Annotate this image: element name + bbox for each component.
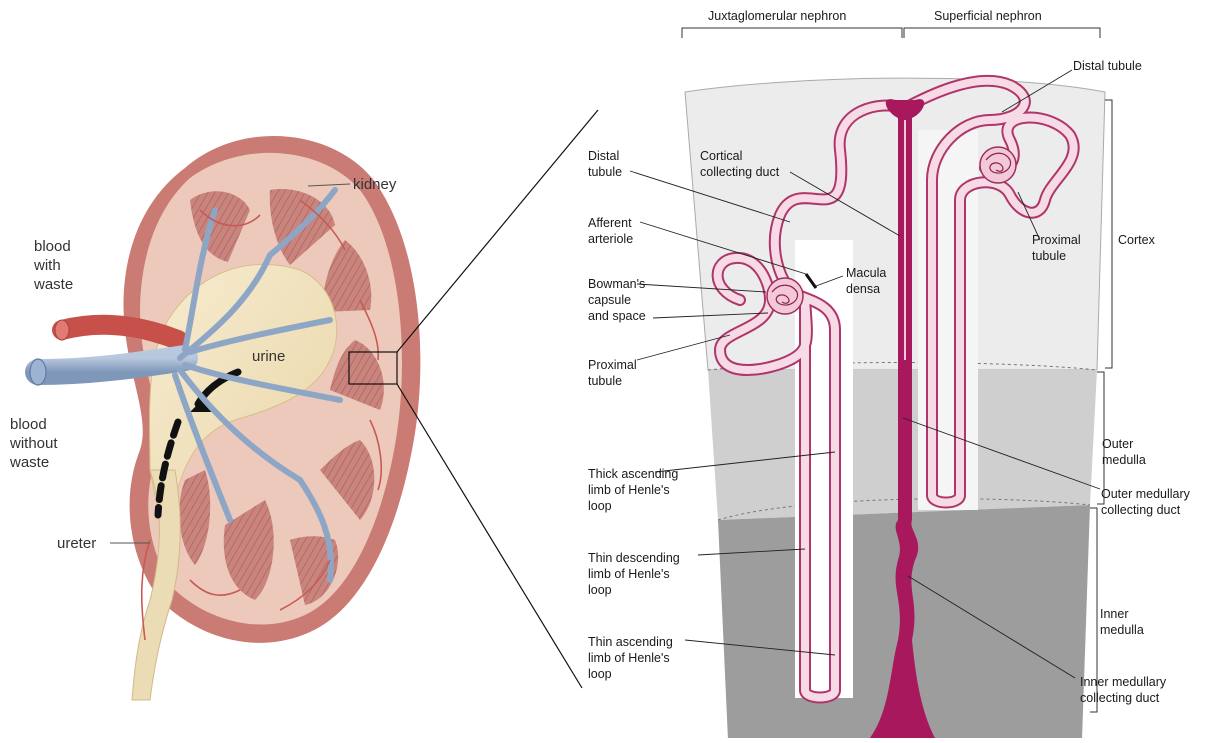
superficial-bracket — [904, 28, 1100, 38]
urine-label: urine — [252, 347, 285, 366]
blood-with-waste-label: blood with waste — [34, 237, 73, 294]
thin-ascending-limb-label: Thin ascending limb of Henle's loop — [588, 634, 673, 682]
inner-medullary-collecting-duct-label: Inner medullary collecting duct — [1080, 674, 1166, 706]
cortex-bracket — [1105, 100, 1112, 368]
ureter-label: ureter — [57, 534, 96, 553]
cortex-label: Cortex — [1118, 232, 1155, 248]
renal-artery-end — [55, 320, 69, 340]
kidney-label: kidney — [353, 175, 396, 194]
zoom-line-top — [397, 110, 598, 352]
distal-tubule-label-right: Distal tubule — [1073, 58, 1142, 74]
renal-artery — [62, 325, 178, 340]
juxtaglomerular-bracket — [682, 28, 902, 38]
cortical-collecting-duct-label: Cortical collecting duct — [700, 148, 779, 180]
thick-ascending-limb-label: Thick ascending limb of Henle's loop — [588, 466, 678, 514]
juxtaglomerular-header: Juxtaglomerular nephron — [708, 8, 846, 24]
proximal-tubule-label-right: Proximal tubule — [1032, 232, 1081, 264]
kidney-illustration — [30, 136, 420, 700]
renal-vein-end — [30, 359, 46, 385]
proximal-tubule-label-left: Proximal tubule — [588, 357, 637, 389]
thin-descending-limb-label: Thin descending limb of Henle's loop — [588, 550, 680, 598]
zoom-line-bottom — [397, 384, 582, 688]
outer-medulla-label: Outer medulla — [1102, 436, 1146, 468]
outer-medullary-collecting-duct-label: Outer medullary collecting duct — [1101, 486, 1190, 518]
bowmans-capsule-label: Bowman's capsule and space — [588, 276, 646, 324]
inner-medulla-label: Inner medulla — [1100, 606, 1144, 638]
superficial-header: Superficial nephron — [934, 8, 1042, 24]
nephron-illustration — [630, 28, 1112, 738]
renal-vein — [38, 358, 185, 372]
distal-tubule-label-left: Distal tubule — [588, 148, 622, 180]
blood-without-waste-label: blood without waste — [10, 415, 58, 472]
macula-densa-label: Macula densa — [846, 265, 886, 297]
afferent-arteriole-label: Afferent arteriole — [588, 215, 633, 247]
